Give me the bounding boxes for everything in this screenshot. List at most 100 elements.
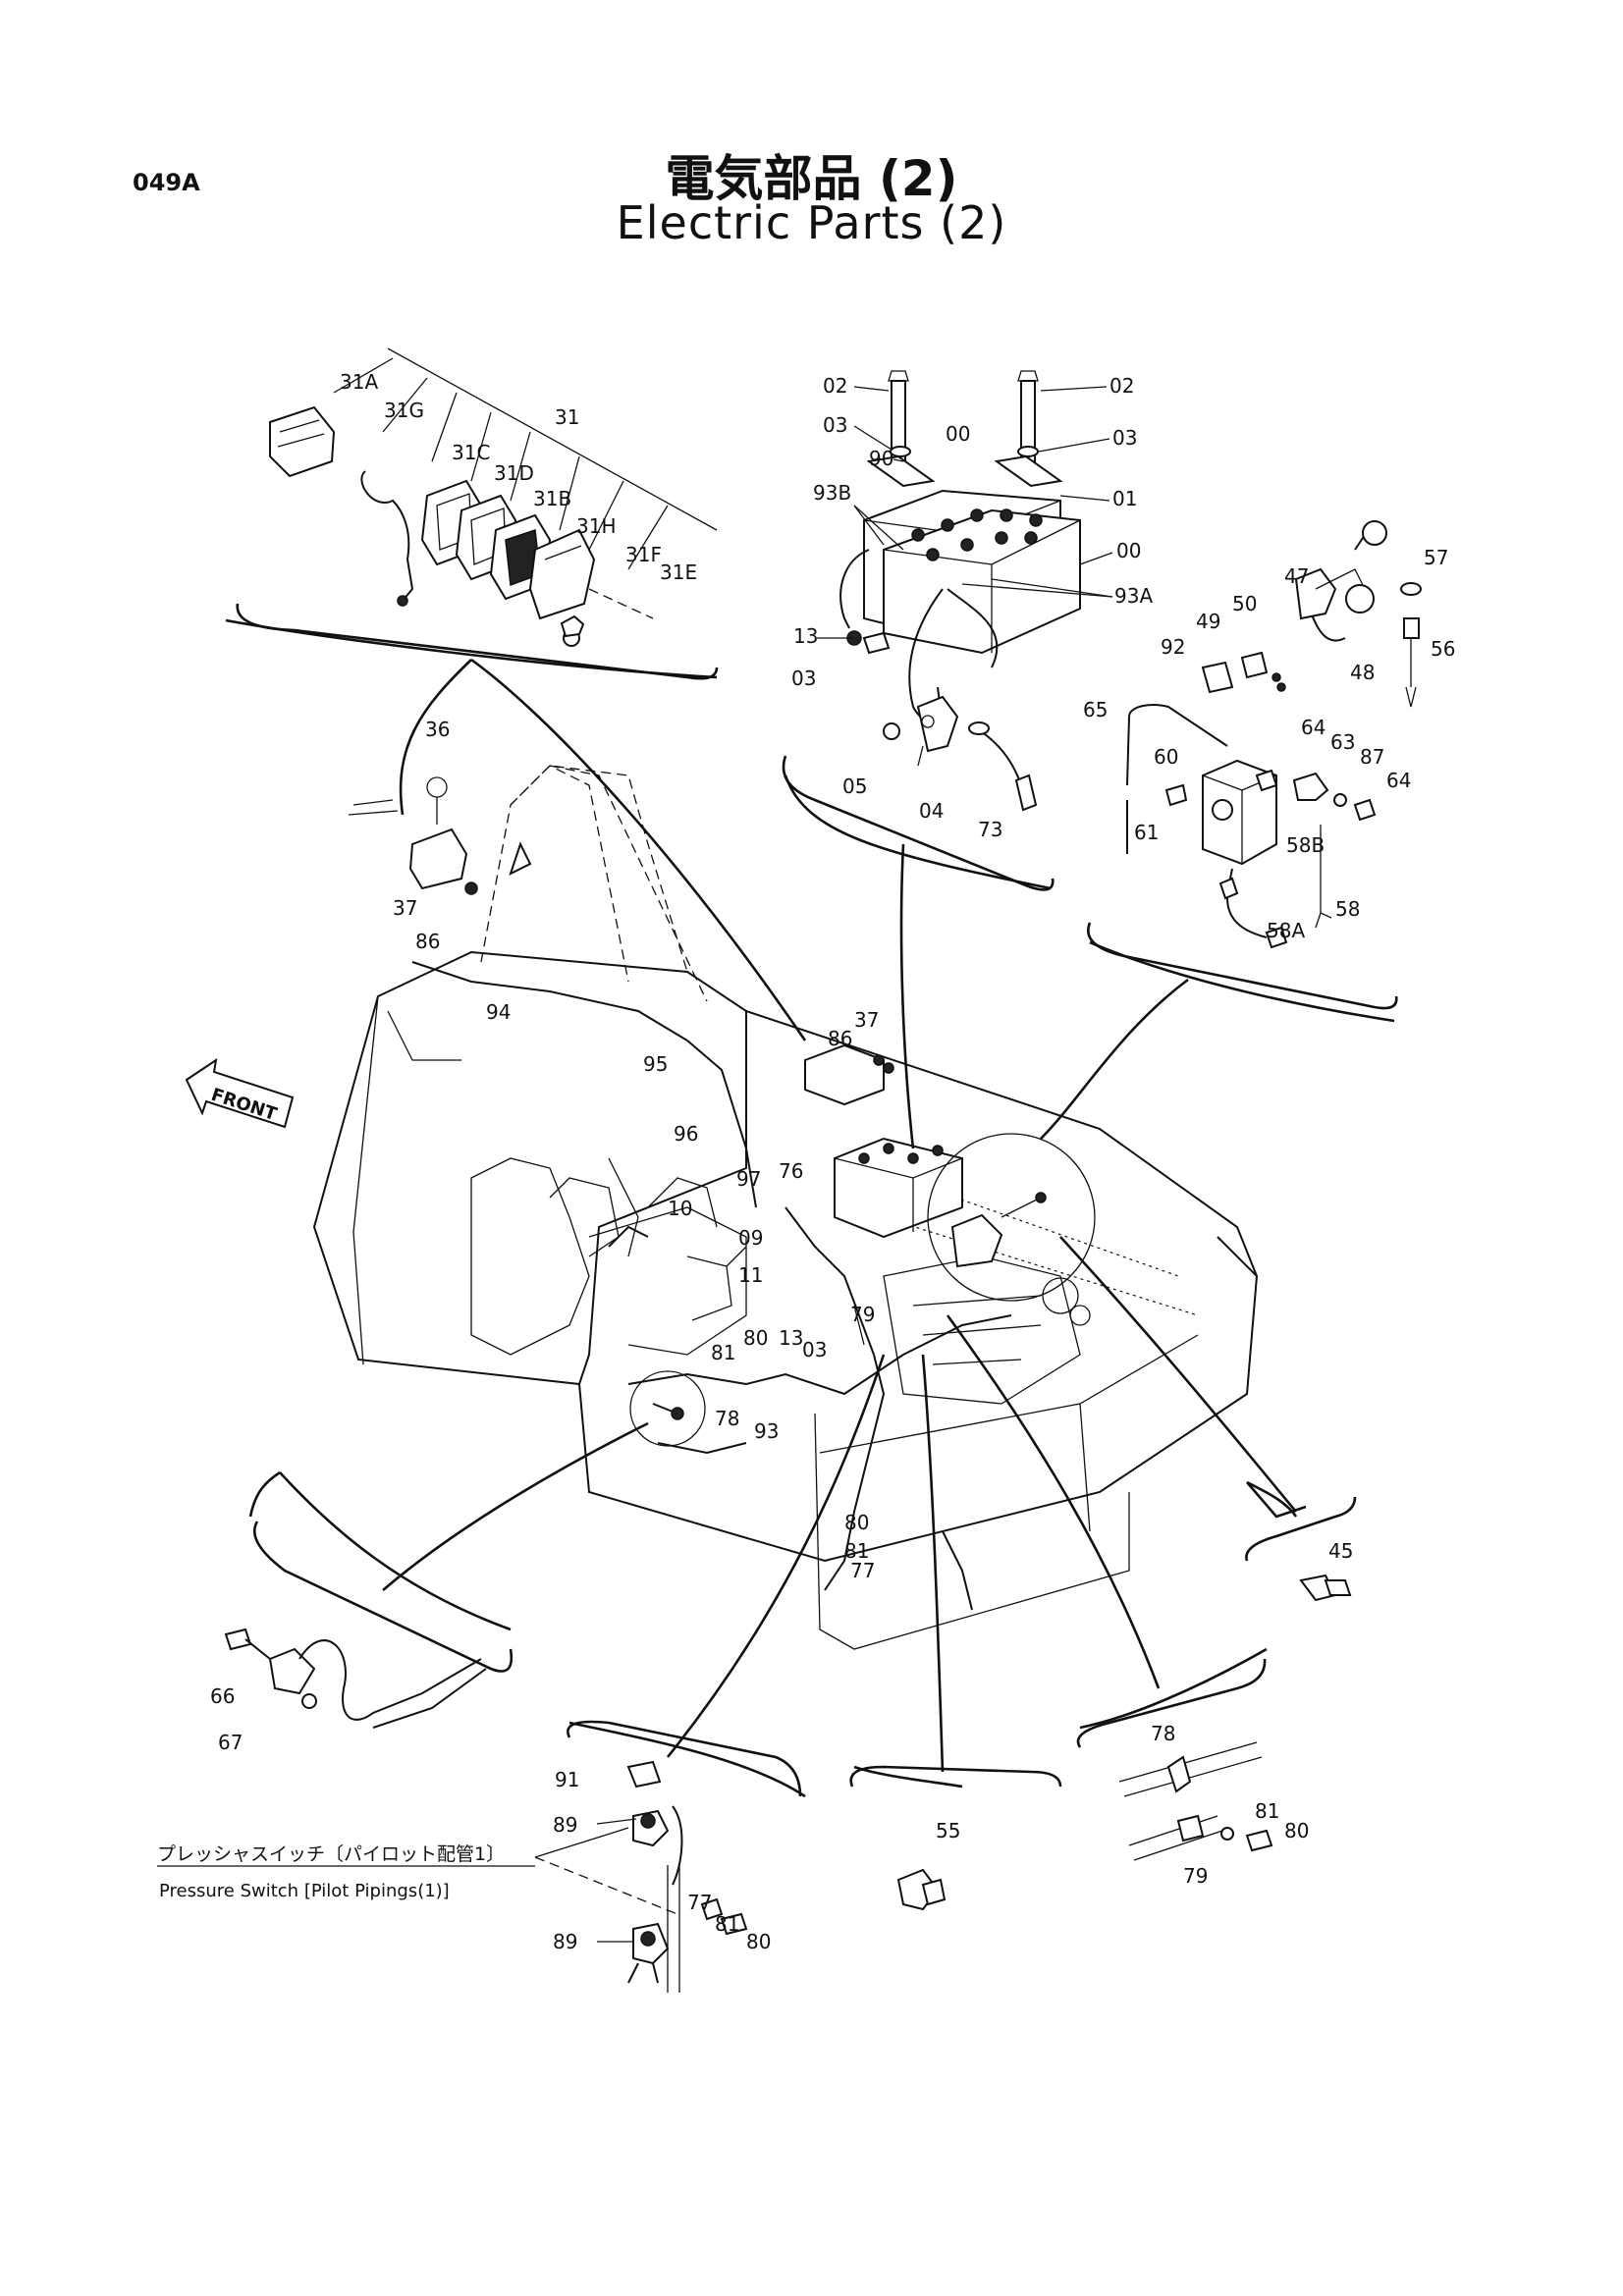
detail-horn-assembly [269,347,718,647]
callout-92: 92 [1161,635,1185,659]
note-japanese: プレッシャスイッチ〔パイロット配管1〕 [157,1843,505,1865]
callout-09: 09 [738,1226,763,1250]
callout-37-machine: 37 [854,1008,879,1032]
detail-pressure-switch-89 [534,1760,748,1993]
callout-91: 91 [555,1768,579,1791]
callout-80-lower: 80 [844,1511,869,1534]
callout-56: 56 [1431,637,1455,661]
callout-00-top: 00 [946,422,970,446]
circled-detail-right [927,1133,1096,1302]
callout-81-detail: 81 [715,1912,739,1936]
callout-31G: 31G [384,399,424,422]
detail-sender-reservoir [1126,520,1422,949]
callout-61: 61 [1134,821,1159,844]
wiring-harness [411,961,1012,1611]
callout-89-bottom: 89 [553,1930,577,1953]
note-english: Pressure Switch [Pilot Pipings(1)] [159,1881,450,1901]
callout-80-machine: 80 [743,1326,768,1350]
callout-79-detail: 79 [1183,1864,1208,1888]
callout-50: 50 [1232,592,1257,615]
callout-31A: 31A [340,370,378,394]
callout-96: 96 [674,1122,698,1146]
callout-89-top: 89 [553,1813,577,1837]
callout-03-right: 03 [1112,426,1137,450]
callout-31E: 31E [660,561,697,584]
horn-on-machine [348,776,532,895]
callout-31D: 31D [494,461,534,485]
callout-95: 95 [643,1052,668,1076]
callout-31: 31 [555,405,579,429]
callout-10: 10 [668,1197,692,1220]
callout-80-detail-right: 80 [1284,1819,1309,1842]
callout-36: 36 [425,718,450,741]
callout-90: 90 [869,447,893,470]
callout-64-top: 64 [1301,716,1325,739]
callout-73: 73 [978,818,1002,841]
callout-67: 67 [218,1731,243,1754]
callout-55: 55 [936,1819,960,1842]
callout-93A: 93A [1114,584,1153,608]
callout-45: 45 [1328,1539,1353,1563]
callout-11: 11 [738,1263,763,1287]
callout-31H: 31H [576,514,617,538]
detail-pressure-switch-left [224,1628,487,1729]
callout-80-detail: 80 [746,1930,771,1953]
callout-47: 47 [1284,564,1309,588]
callout-labels: 31A 31G 31 31C 31D 31B 31H 31F 31E 02 02… [210,370,1455,1953]
callout-01: 01 [1112,487,1137,510]
circled-detail-left [629,1370,706,1447]
callout-66: 66 [210,1684,235,1708]
callout-78-detail: 78 [1151,1722,1175,1745]
callout-81-machine: 81 [711,1341,735,1364]
callout-78-machine: 78 [715,1407,739,1430]
callout-02-left: 02 [823,374,847,398]
callout-94: 94 [486,1000,511,1024]
callout-49: 49 [1196,610,1220,633]
title-english: Electric Parts (2) [616,196,1007,249]
callout-00-right: 00 [1116,539,1141,562]
callout-64-right: 64 [1386,769,1411,792]
callout-31B: 31B [533,487,571,510]
detail-battery [839,370,1081,812]
callout-86-machine: 86 [828,1027,852,1050]
callout-02-right: 02 [1109,374,1134,398]
callout-58: 58 [1335,897,1360,921]
machine-upper-structure [312,765,1259,1650]
pressure-switch-note: プレッシャスイッチ〔パイロット配管1〕 Pressure Switch [Pil… [157,1843,535,1901]
callout-87: 87 [1360,745,1384,769]
callout-13-battery: 13 [793,624,818,648]
callout-31C: 31C [452,441,490,464]
callout-65: 65 [1083,698,1108,721]
title-japanese: 電気部品 (2) [665,150,958,207]
callout-93B: 93B [813,481,851,505]
callout-58A: 58A [1267,919,1305,942]
page-code: 049A [133,169,200,196]
callout-58B: 58B [1286,833,1325,857]
callout-37-left: 37 [393,896,417,920]
callout-81-lower: 81 [844,1539,869,1563]
callout-79-machine: 79 [850,1303,875,1326]
front-arrow: FRONT [185,1057,295,1129]
detail-brackets [236,603,1398,1797]
callout-77-lower: 77 [850,1559,875,1582]
callout-48: 48 [1350,661,1375,684]
callout-04: 04 [919,799,944,823]
callout-03-battery: 03 [791,667,816,690]
callout-13-machine: 13 [779,1326,803,1350]
callout-57: 57 [1424,546,1448,569]
callout-03-left: 03 [823,413,847,437]
callout-76: 76 [779,1159,803,1183]
callout-77-detail: 77 [687,1891,712,1914]
callout-05: 05 [842,774,867,798]
callout-86-left: 86 [415,930,440,953]
detail-sensor-55 [896,1868,947,1911]
callout-63: 63 [1330,730,1355,754]
callout-60: 60 [1154,745,1178,769]
detail-clamp-78 [1118,1741,1273,1861]
callout-81-detail-right: 81 [1255,1799,1279,1823]
detail-sender-45 [1299,1574,1352,1602]
callout-97: 97 [736,1167,761,1191]
callout-03-machine: 03 [802,1338,827,1362]
